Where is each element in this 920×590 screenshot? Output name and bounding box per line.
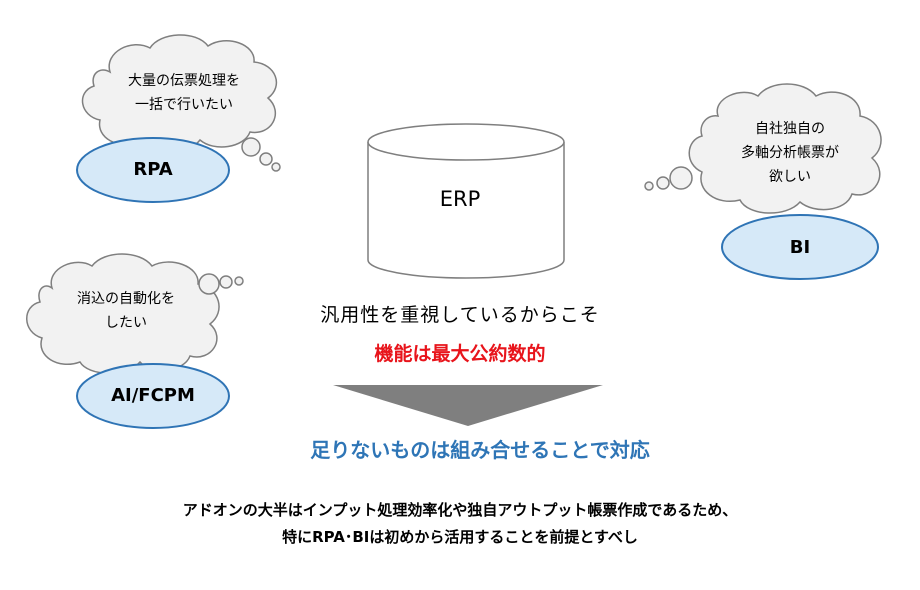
bubble-line: 一括で行いたい xyxy=(135,97,233,113)
rpa-bubble-text: 大量の伝票処理を 一括で行いたい xyxy=(84,69,284,117)
bi-bubble-text: 自社独自の 多軸分析帳票が 欲しい xyxy=(690,117,890,189)
conclusion-text: 足りないものは組み合せることで対応 xyxy=(310,438,650,462)
aifcpm-ellipse xyxy=(76,363,230,429)
bubble-line: したい xyxy=(105,315,147,331)
premise-text: 汎用性を重視しているからこそ xyxy=(320,304,600,326)
bubble-line: 大量の伝票処理を xyxy=(128,73,240,89)
erp-database-cylinder xyxy=(367,123,565,279)
bi-label: BI xyxy=(789,237,811,258)
summary-line-2: 特にRPA･BIは初めから活用することを前提とすべし xyxy=(282,528,638,546)
rpa-thought-cloud xyxy=(81,34,281,172)
rpa-ellipse xyxy=(76,137,230,203)
bubble-line: 欲しい xyxy=(769,169,811,185)
bubble-line: 消込の自動化を xyxy=(77,291,175,307)
bubble-line: 自社独自の xyxy=(755,121,825,137)
aifcpm-thought-cloud xyxy=(26,253,244,374)
bi-thought-cloud xyxy=(644,83,882,214)
bi-ellipse xyxy=(721,214,879,280)
erp-label: ERP xyxy=(439,187,481,211)
highlight-text: 機能は最大公約数的 xyxy=(374,343,546,365)
bubble-line: 多軸分析帳票が xyxy=(741,145,839,161)
down-arrow-icon xyxy=(333,385,603,426)
aifcpm-bubble-text: 消込の自動化を したい xyxy=(26,287,226,335)
aifcpm-label: AI/FCPM xyxy=(111,385,195,406)
rpa-label: RPA xyxy=(133,159,173,180)
summary-line-1: アドオンの大半はインプット処理効率化や独自アウトプット帳票作成であるため、 xyxy=(182,501,738,519)
